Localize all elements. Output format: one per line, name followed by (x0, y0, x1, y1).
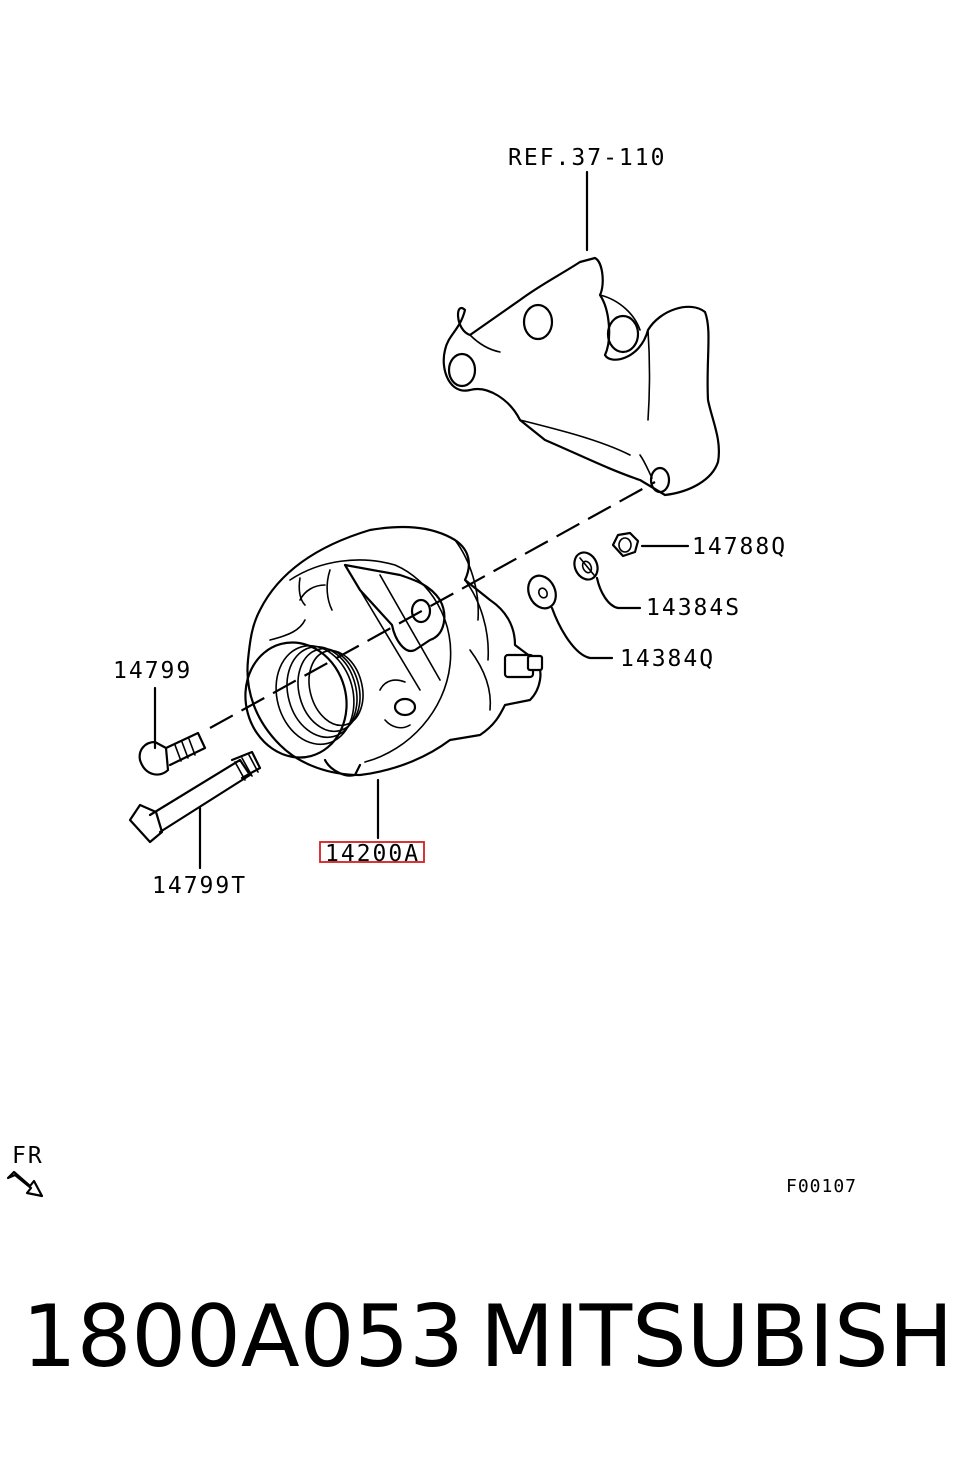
figure-code: F00107 (786, 1176, 857, 1197)
callout-14788Q[interactable]: 14788Q (692, 534, 787, 560)
mounting-bracket (442, 256, 720, 497)
ref-label: REF.37-110 (508, 145, 666, 171)
callout-14384Q[interactable]: 14384Q (620, 646, 715, 672)
callout-14799[interactable]: 14799 (113, 658, 192, 684)
front-label: FR (12, 1143, 44, 1169)
highlight-box (319, 841, 425, 863)
bolt-14799T (128, 750, 262, 844)
front-arrow-icon (6, 1170, 44, 1198)
leader-lines (153, 170, 690, 870)
washer-14384Q (527, 574, 557, 610)
nut-14788Q (611, 531, 640, 558)
callout-14384S[interactable]: 14384S (646, 595, 741, 621)
callout-14200A[interactable]: 14200A (325, 841, 420, 867)
alternator (244, 525, 544, 777)
spring-washer-14384S (573, 551, 599, 581)
part-number: 1800A053 (22, 1287, 464, 1387)
callout-14799T[interactable]: 14799T (152, 873, 247, 899)
bolt-14799 (138, 731, 207, 776)
assembly-axis-line (209, 481, 656, 729)
brand-name: MITSUBISHI (480, 1287, 960, 1387)
